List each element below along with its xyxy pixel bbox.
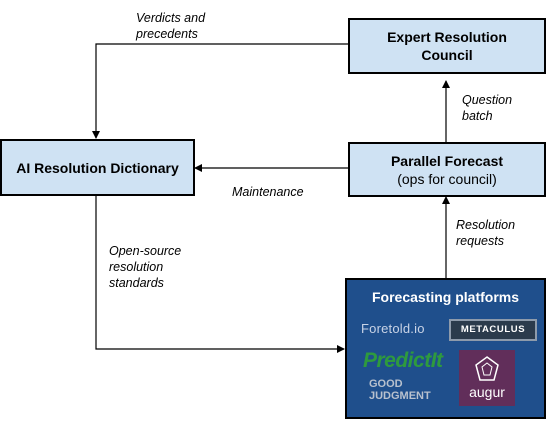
edge-label-resolution-requests: Resolution requests: [456, 218, 516, 248]
expert-council-box: Expert Resolution Council: [348, 18, 546, 74]
foretold-logo: Foretold.io: [361, 321, 425, 336]
edge-label-verdicts: Verdicts and precedents: [136, 11, 206, 41]
expert-council-title: Expert Resolution Council: [387, 29, 507, 63]
edge-label-maintenance: Maintenance: [232, 185, 304, 199]
edge-verdicts-line: [92, 43, 348, 139]
dictionary-box: AI Resolution Dictionary: [0, 139, 195, 196]
good-judgment-logo: GOOD JUDGMENT: [369, 378, 431, 402]
metaculus-logo: METACULUS: [449, 319, 537, 341]
metaculus-logo-text: METACULUS: [460, 324, 526, 335]
predictit-logo: PredictIt: [363, 349, 443, 372]
edge-open-source-line: [95, 196, 345, 353]
augur-icon: [475, 356, 499, 381]
parallel-forecast-subtitle: (ops for council): [397, 170, 497, 187]
dictionary-title: AI Resolution Dictionary: [16, 159, 179, 176]
edge-label-question-batch: Question batch: [462, 93, 513, 123]
parallel-forecast-title: Parallel Forecast: [390, 152, 504, 169]
augur-logo: augur: [459, 350, 515, 406]
parallel-forecast-box: Parallel Forecast (ops for council): [348, 142, 546, 197]
platforms-title: Forecasting platforms: [371, 289, 520, 305]
platforms-box: Forecasting platforms Foretold.io METACU…: [345, 278, 546, 419]
edge-label-open-source: Open-source resolution standards: [109, 244, 182, 290]
augur-logo-text: augur: [469, 384, 505, 400]
